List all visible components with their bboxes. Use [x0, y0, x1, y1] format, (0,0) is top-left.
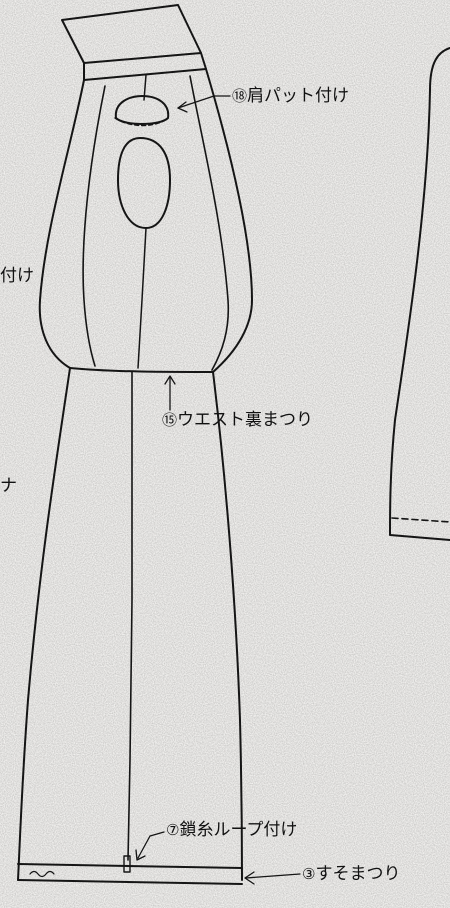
leader-hem: [245, 873, 301, 879]
label-shoulder-pad-text: 肩パット付け: [247, 86, 350, 106]
label-chain-loop-text: 鎖糸ループ付け: [179, 820, 298, 840]
label-hem-number: ③: [302, 865, 316, 883]
leader-shoulder-pad-arrow: [177, 101, 188, 113]
label-chain-loop-number: ⑦: [166, 821, 180, 839]
hem-lower-line: [17, 879, 243, 885]
left-edge-label-1: 付け: [0, 266, 34, 286]
collar-stand: [83, 52, 207, 81]
label-waist-lining-number: ⑮: [162, 411, 178, 429]
princess-seam-left: [82, 85, 106, 367]
label-hem: ③すそまつり: [302, 866, 400, 883]
bodice-left-outline: [38, 79, 85, 369]
hem-stitch: [29, 870, 55, 878]
label-shoulder-pad-number: ⑱: [232, 87, 248, 105]
label-chain-loop: ⑦鎖糸ループ付け: [166, 822, 297, 839]
back-piece-hem-stitch: [391, 517, 450, 523]
label-shoulder-pad: ⑱肩パット付け: [232, 88, 349, 105]
leader-chain-loop: [137, 831, 165, 859]
bodice-right-outline: [205, 68, 253, 373]
label-waist-lining-text: ウエスト裏まつり: [177, 410, 314, 430]
center-front-bodice-lower: [137, 227, 147, 369]
leader-hem-arrow: [244, 871, 255, 885]
chain-loop: [123, 855, 131, 873]
label-hem-text: すそまつり: [315, 864, 401, 884]
leader-shoulder-pad: [177, 95, 231, 109]
skirt-right-outline: [212, 371, 243, 881]
skirt-left-outline: [17, 367, 71, 881]
label-waist-lining: ⑮ウエスト裏まつり: [162, 412, 313, 429]
skirt-center-front: [127, 371, 133, 861]
back-piece-outline: [389, 47, 450, 541]
shoulder-pad-stitch: [114, 117, 169, 127]
leader-waist-arrow: [164, 375, 176, 385]
shoulder-pad-shape: [114, 95, 170, 125]
left-edge-label-2: ナ: [0, 476, 17, 496]
waist-seam: [69, 367, 214, 373]
leader-chain-loop-arrow: [135, 849, 146, 861]
princess-seam-right: [189, 75, 230, 371]
armhole-opening: [117, 137, 171, 229]
